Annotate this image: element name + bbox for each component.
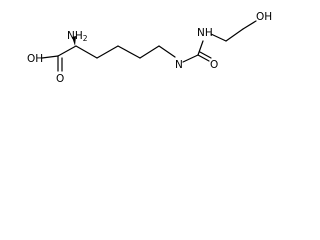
bond-c7-nh (197, 40, 204, 56)
atom-label-n-amide: N (175, 59, 183, 71)
structure-canvas: NH2 OH O N NH O OH (0, 0, 300, 116)
bond-c5-c6 (139, 45, 160, 59)
bond-c8-c9 (225, 28, 244, 42)
atom-label-nh-urea: NH (197, 27, 213, 39)
bond-c7-o-double-b (199, 51, 212, 59)
bond-c6-n (158, 45, 176, 58)
atom-label-o-acid: O (56, 73, 64, 85)
bond-c9-oh (242, 20, 257, 30)
stereo-wedge-bond (72, 36, 76, 46)
bond-c7-o-double-a (197, 54, 210, 62)
bond-c3-c4 (96, 45, 119, 59)
atom-label-oh-acid: OH (27, 53, 43, 65)
bond-nh-c8 (210, 33, 227, 42)
bond-c4-c5 (117, 45, 141, 59)
bond-c2-c3 (75, 45, 98, 59)
bond-c1-oh (41, 55, 59, 59)
molecule-structure: NH2 OH O N NH O OH (27, 11, 272, 85)
atom-label-nh2: NH2 (67, 30, 88, 43)
atom-label-oh-end: OH (256, 11, 272, 23)
bond-n-c7 (182, 54, 199, 63)
bond-c1-c2 (57, 45, 77, 57)
atom-label-o-urea: O (210, 59, 218, 71)
